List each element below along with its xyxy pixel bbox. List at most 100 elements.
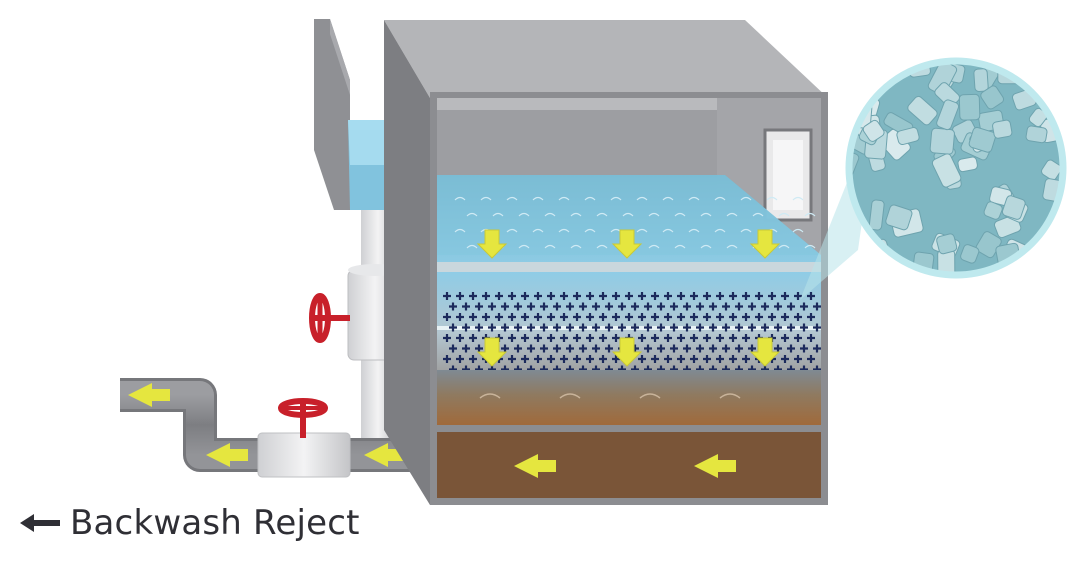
media-particle [462, 344, 470, 353]
media-particle [748, 344, 756, 353]
media-particle [703, 292, 711, 300]
media-particle [638, 355, 646, 363]
media-granule [852, 63, 883, 81]
media-particle [514, 302, 522, 311]
media-particle [521, 355, 529, 363]
media-particle [475, 302, 483, 311]
media-granule [957, 156, 978, 173]
water-bubble [454, 196, 466, 201]
media-particle [443, 334, 451, 342]
water-bubble [570, 212, 582, 217]
media-granule [857, 67, 878, 86]
media-particle [462, 323, 470, 332]
media-particle [540, 344, 548, 353]
media-particle [807, 292, 815, 300]
water-bubble [662, 196, 674, 201]
media-particle [807, 355, 815, 363]
media-granule [851, 151, 860, 177]
media-granule [1001, 195, 1026, 220]
media-particle [527, 323, 535, 332]
media-particle [618, 302, 626, 311]
media-particle [566, 302, 574, 311]
media-particle [755, 313, 763, 321]
media-granule [992, 119, 1013, 139]
media-particle [560, 292, 568, 300]
media-particle [456, 292, 464, 300]
media-particle [748, 323, 756, 332]
water-bubble [726, 244, 738, 249]
water-bubble [804, 244, 816, 249]
media-particle [605, 344, 613, 353]
media-particle [774, 323, 782, 332]
media-particle [456, 355, 464, 363]
media-particle [657, 344, 665, 353]
water-bubble [740, 228, 752, 233]
media-particle [644, 344, 652, 353]
water-bubble [532, 196, 544, 201]
media-particle [722, 323, 730, 332]
media-particle [488, 323, 496, 332]
upper-valve [309, 293, 350, 343]
media-particle [599, 355, 607, 363]
water-bubble [558, 196, 570, 201]
media-particle [573, 292, 581, 300]
outlet-pipe [120, 378, 420, 478]
media-particle [742, 313, 750, 321]
media-particle [651, 334, 659, 342]
media-particle [612, 313, 620, 321]
media-particle [508, 313, 516, 321]
media-particle [722, 344, 730, 353]
media-particle [716, 355, 724, 363]
media-particle [625, 292, 633, 300]
media-particle [703, 355, 711, 363]
media-particle [670, 302, 678, 311]
media-particle [735, 344, 743, 353]
water-bubble [466, 244, 478, 249]
media-particle [599, 292, 607, 300]
media-particle [560, 355, 568, 363]
water-bubble [778, 212, 790, 217]
support-gravel-layer [437, 370, 821, 425]
media-particle [547, 313, 555, 321]
water-bubble [766, 196, 778, 201]
media-particle [742, 292, 750, 300]
water-bubble [714, 196, 726, 201]
media-particle [742, 355, 750, 363]
media-particle [807, 334, 815, 342]
media-particle [508, 292, 516, 300]
media-granule [968, 126, 997, 153]
media-particle [677, 313, 685, 321]
media-particle [482, 292, 490, 300]
media-particle [696, 323, 704, 332]
water-bubble [662, 228, 674, 233]
media-particle [768, 292, 776, 300]
media-particle [521, 313, 529, 321]
media-particle [644, 323, 652, 332]
media-particle [469, 334, 477, 342]
water-bubble [596, 244, 608, 249]
media-particle [443, 292, 451, 300]
media-granule [896, 127, 920, 146]
water-bubble [688, 196, 700, 201]
media-particle [800, 323, 808, 332]
media-particle [813, 344, 821, 353]
media-particle [683, 302, 691, 311]
water-bubble [714, 228, 726, 233]
media-particle [482, 313, 490, 321]
media-particle [774, 344, 782, 353]
media-particle [592, 323, 600, 332]
media-particle [677, 355, 685, 363]
water-bubble [584, 228, 596, 233]
media-particle [794, 313, 802, 321]
media-particle [592, 302, 600, 311]
media-particle [449, 323, 457, 332]
media-particle [605, 323, 613, 332]
media-granule [980, 85, 1005, 110]
water-bubble [466, 212, 478, 217]
water-bubble [792, 196, 804, 201]
media-particle [547, 292, 555, 300]
water-bubble [506, 228, 518, 233]
media-particle [488, 302, 496, 311]
media-particle [690, 355, 698, 363]
media-particle [690, 313, 698, 321]
